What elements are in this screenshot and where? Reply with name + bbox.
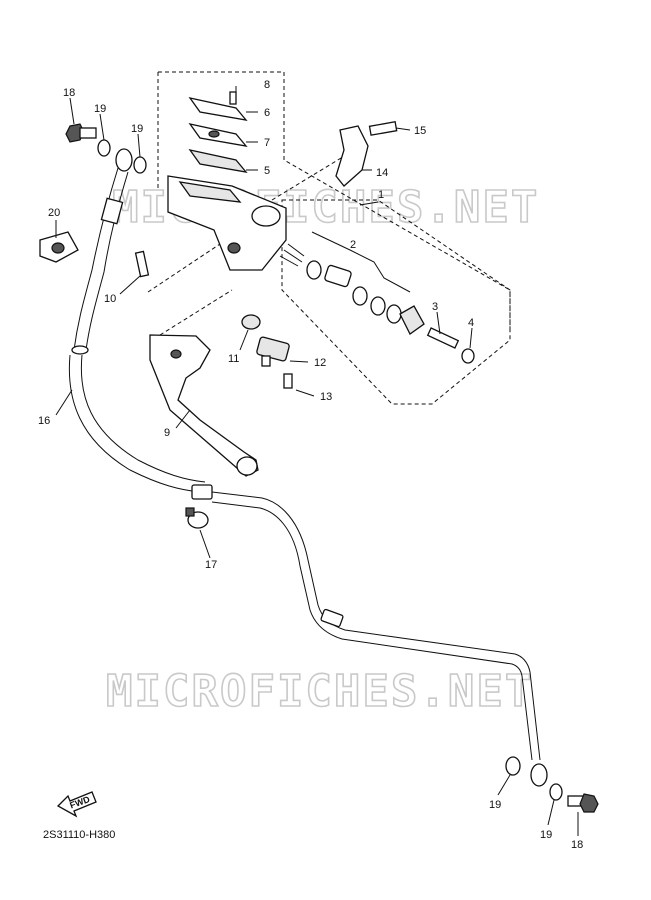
grommet-11: [241, 314, 261, 330]
callout-10: 10: [104, 293, 116, 305]
banjo-upper: [115, 148, 133, 172]
internals-group-outline: [281, 199, 511, 405]
hose-lower-a: [68, 354, 206, 493]
bolt-15: [368, 121, 398, 136]
fwd-arrow-icon: FWD: [56, 791, 97, 818]
master-cylinder-body: [167, 175, 287, 271]
callout-15: 15: [414, 125, 426, 137]
callout-3: 3: [432, 301, 438, 313]
lever-9: [149, 334, 259, 477]
cap-6: [188, 97, 248, 121]
banjo-lower: [530, 763, 548, 787]
callout-12: 12: [314, 357, 326, 369]
callout-4: 4: [468, 317, 474, 329]
diaphragm-5: [188, 149, 248, 173]
callout-11: 11: [228, 353, 239, 365]
callout-2: 2: [350, 239, 356, 251]
callout-13: 13: [320, 391, 332, 403]
washer-upper-a: [97, 139, 111, 157]
callout-6: 6: [264, 107, 270, 119]
callout-5: 5: [264, 165, 270, 177]
callout-18-lower: 18: [571, 839, 583, 851]
boot-4: [461, 348, 475, 364]
callout-17: 17: [205, 559, 217, 571]
callout-14: 14: [376, 167, 388, 179]
callout-20: 20: [48, 207, 60, 219]
hose-joint-upper: [71, 345, 89, 355]
plate-7-hole: [208, 130, 220, 138]
callout-19-upper-b: 19: [131, 123, 143, 135]
clamp-14: [335, 125, 369, 187]
callout-19-lower-b: 19: [540, 829, 552, 841]
screw-10: [134, 250, 150, 278]
hose-ferrule-lower: [191, 484, 213, 500]
callout-16: 16: [38, 415, 50, 427]
clamp-17: [185, 507, 209, 529]
washer-lower-a: [505, 756, 521, 776]
leader-14: [271, 154, 347, 201]
brake-pipe: [211, 491, 541, 761]
hose-ferrule-upper: [100, 197, 124, 225]
leader-10: [147, 235, 233, 293]
screw-8: [229, 91, 237, 105]
callout-18-upper: 18: [63, 87, 75, 99]
callout-7: 7: [264, 137, 270, 149]
leader-lever: [159, 289, 233, 336]
leader-2: [311, 231, 411, 293]
piston-kit: [279, 243, 425, 335]
callout-19-upper-a: 19: [94, 103, 106, 115]
washer-lower-b: [549, 783, 563, 801]
pipe-sleeve: [320, 608, 344, 628]
push-rod: [426, 327, 460, 349]
hose-upper: [73, 167, 129, 351]
callout-9: 9: [164, 427, 170, 439]
watermark-lower: MICROFICHES.NET: [106, 666, 533, 717]
screw-13: [283, 373, 293, 389]
callout-19-lower-a: 19: [489, 799, 501, 811]
callout-1: 1: [378, 189, 384, 201]
diagram-code: 2S31110-H380: [43, 829, 115, 841]
holder-bracket: [39, 231, 79, 263]
switch-12: [256, 336, 290, 367]
callout-8: 8: [264, 79, 270, 91]
leader-lines: [55, 86, 579, 836]
reservoir-group-outline: [158, 71, 511, 330]
washer-upper-b: [133, 156, 147, 174]
union-bolt-lower: [567, 793, 599, 813]
union-bolt-upper: [65, 123, 97, 143]
